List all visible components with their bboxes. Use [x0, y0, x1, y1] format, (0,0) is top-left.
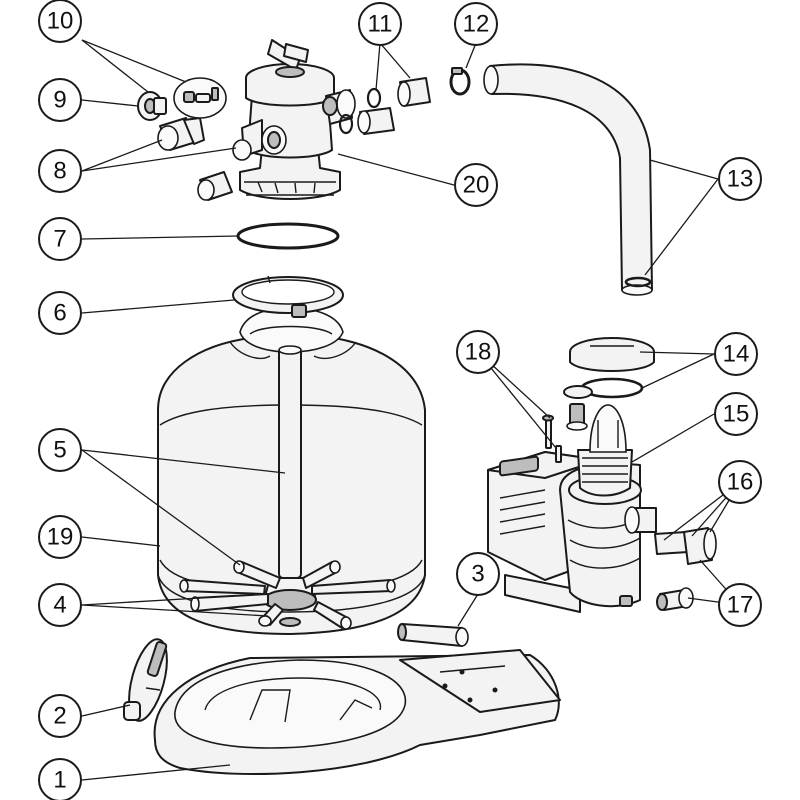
callout-label: 3 [471, 561, 484, 588]
callout-2: 2 [38, 694, 82, 738]
callout-17: 17 [718, 583, 762, 627]
callout-14: 14 [714, 332, 758, 376]
multiport-valve [232, 39, 356, 200]
strainer-basket [563, 385, 593, 431]
callout-9: 9 [38, 78, 82, 122]
callout-label: 17 [727, 592, 754, 619]
connection-hose [483, 63, 653, 296]
callout-19: 19 [38, 515, 82, 559]
callout-11: 11 [358, 2, 402, 46]
spare-lateral [397, 623, 469, 647]
callout-label: 15 [723, 401, 750, 428]
pump-lid [569, 337, 655, 399]
callout-label: 5 [53, 437, 66, 464]
callout-16: 16 [718, 460, 762, 504]
callout-1: 1 [38, 758, 82, 800]
pressure-gauge-set [173, 77, 227, 119]
callout-3: 3 [456, 552, 500, 596]
o-ring [236, 222, 340, 250]
callout-10: 10 [38, 0, 82, 43]
callout-label: 1 [53, 767, 66, 794]
callout-label: 11 [368, 11, 393, 38]
callout-20: 20 [454, 163, 498, 207]
callout-4: 4 [38, 583, 82, 627]
tank-clamp [232, 275, 344, 318]
callout-label: 13 [727, 166, 754, 193]
callout-7: 7 [38, 217, 82, 261]
callout-15: 15 [714, 392, 758, 436]
callout-label: 14 [723, 341, 750, 368]
callout-5: 5 [38, 428, 82, 472]
callout-label: 8 [53, 158, 66, 185]
callout-label: 6 [53, 300, 66, 327]
callout-label: 10 [47, 8, 74, 35]
callout-label: 12 [463, 11, 490, 38]
sight-glass [137, 91, 167, 121]
callout-label: 20 [463, 172, 490, 199]
callout-label: 19 [47, 524, 74, 551]
callout-label: 18 [465, 339, 492, 366]
callout-label: 4 [53, 592, 66, 619]
laterals [179, 560, 396, 630]
callout-label: 7 [53, 226, 66, 253]
callout-18: 18 [456, 330, 500, 374]
hose-clamp-top [449, 67, 471, 96]
drain-plug [123, 638, 168, 722]
callout-12: 12 [454, 2, 498, 46]
pump [487, 404, 657, 613]
callout-label: 9 [53, 87, 66, 114]
callout-label: 16 [727, 469, 754, 496]
callout-8: 8 [38, 149, 82, 193]
callout-6: 6 [38, 291, 82, 335]
callout-13: 13 [718, 157, 762, 201]
valve-fittings [338, 77, 431, 135]
pump-unions [654, 527, 717, 611]
callout-label: 2 [53, 703, 66, 730]
base-stand [153, 649, 561, 776]
union-connectors [157, 117, 233, 201]
